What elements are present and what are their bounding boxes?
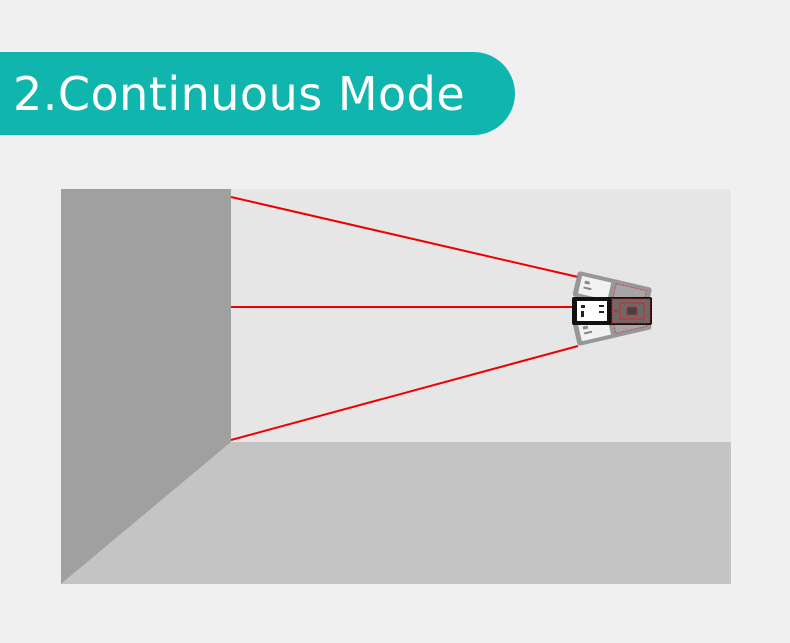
side-wall xyxy=(61,189,231,584)
floor xyxy=(61,442,731,584)
page-title: 2.Continuous Mode xyxy=(13,66,466,121)
laser-beam-lower xyxy=(230,345,579,441)
laser-beam-upper xyxy=(230,196,579,278)
laser-distance-meter-icon xyxy=(572,271,652,346)
title-banner: 2.Continuous Mode xyxy=(0,52,515,135)
device-main xyxy=(572,297,652,325)
